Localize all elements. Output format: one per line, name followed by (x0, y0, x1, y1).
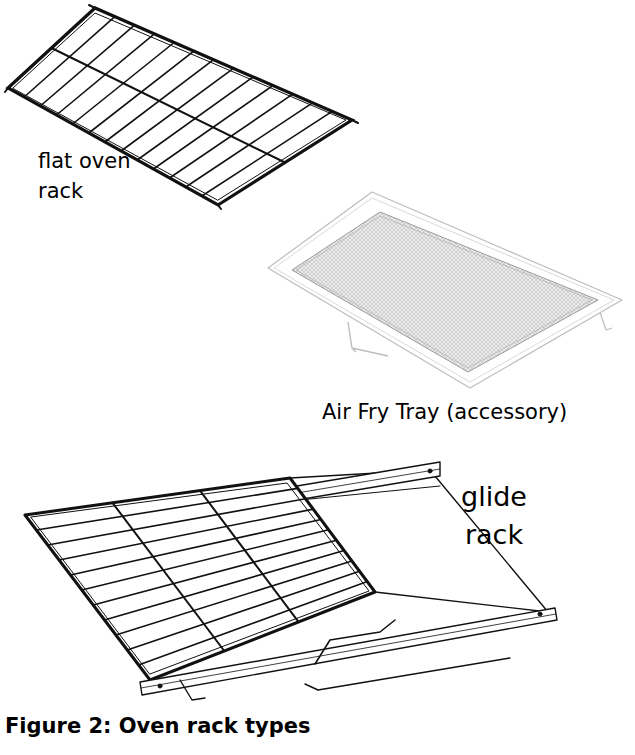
flat-rack-drawing (5, 5, 358, 209)
part-label: glide rack (446, 478, 542, 554)
figure-caption: Figure 2: Oven rack types (5, 712, 425, 740)
part-label: Air Fry Tray (accessory) (322, 398, 622, 426)
air-fry-tray-drawing (268, 192, 622, 388)
glide-rack-drawing (25, 462, 557, 700)
part-label: flat oven rack (38, 146, 156, 206)
